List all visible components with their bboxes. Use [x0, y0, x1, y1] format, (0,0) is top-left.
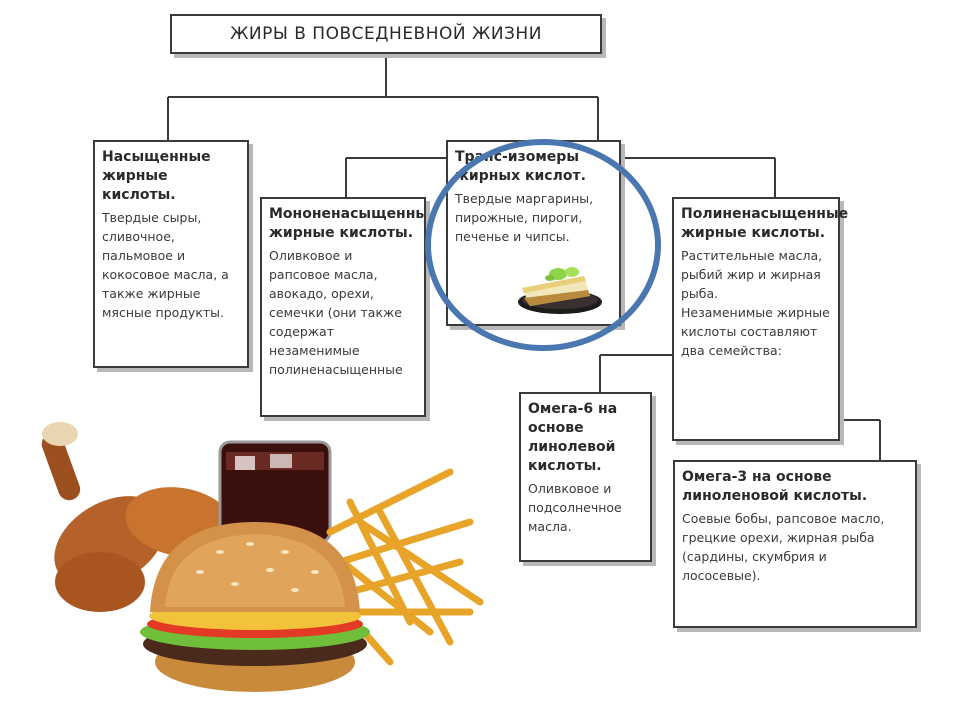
omega6-text: Оливковое и подсолнечное масла. [528, 481, 622, 534]
monounsaturated-fats-heading: Мононенасыщенные жирные кислоты. [269, 206, 426, 241]
saturated-fats-box: Насыщенные жирные кислоты. Твердые сыры,… [93, 140, 249, 368]
monounsaturated-fats-text: Оливковое и рапсовое масла, авокадо, оре… [269, 248, 403, 377]
omega3-heading: Омега-3 на основе линоленовой кислоты. [682, 469, 868, 504]
trans-fats-highlight-circle [425, 139, 661, 351]
diagram-title: ЖИРЫ В ПОВСЕДНЕВНОЙ ЖИЗНИ [230, 24, 542, 44]
saturated-fats-heading: Насыщенные жирные кислоты. [102, 149, 211, 203]
diagram-title-box: ЖИРЫ В ПОВСЕДНЕВНОЙ ЖИЗНИ [170, 14, 602, 54]
omega6-box: Омега-6 на основе линолевой кислоты. Оли… [519, 392, 652, 562]
polyunsaturated-fats-text-2: Незаменимые жирные кислоты составляют дв… [681, 305, 830, 358]
polyunsaturated-fats-heading: Полиненасыщенные жирные кислоты. [681, 206, 849, 241]
omega3-box: Омега-3 на основе линоленовой кислоты. С… [673, 460, 917, 628]
fast-food-image [41, 422, 484, 692]
polyunsaturated-fats-box: Полиненасыщенные жирные кислоты. Растите… [672, 197, 849, 441]
omega3-text: Соевые бобы, рапсовое масло, грецкие оре… [682, 511, 885, 583]
polyunsaturated-fats-text: Растительные масла, рыбий жир и жирная р… [681, 248, 823, 301]
omega6-heading: Омега-6 на основе линолевой кислоты. [528, 401, 618, 474]
saturated-fats-text: Твердые сыры, сливочное, пальмовое и кок… [102, 210, 229, 320]
monounsaturated-fats-box: Мононенасыщенные жирные кислоты. Оливков… [260, 197, 426, 417]
